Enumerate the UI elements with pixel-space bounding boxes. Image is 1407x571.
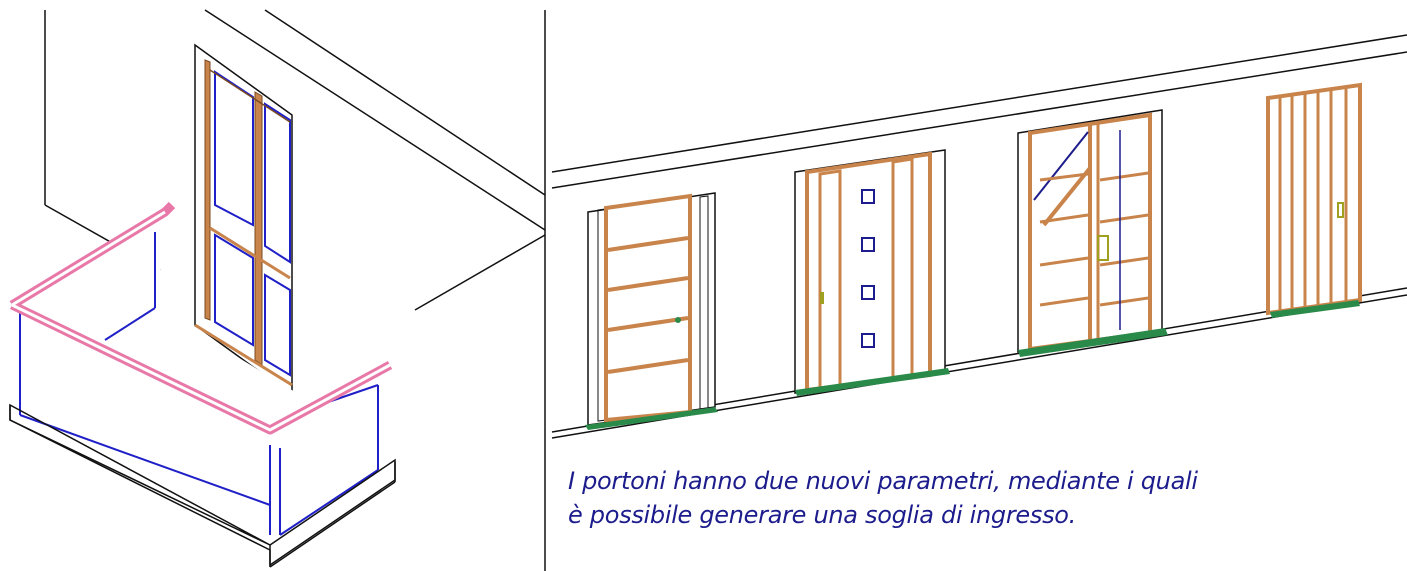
door-vertical-planks	[1266, 82, 1362, 318]
door-horizontal-slats	[585, 192, 718, 430]
door-double-panel	[1017, 109, 1168, 357]
caption: I portoni hanno due nuovi parametri, med…	[568, 464, 1388, 532]
balcony-view	[44, 9, 546, 571]
balcony-door	[194, 43, 293, 397]
caption-line-2: è possibile generare una soglia di ingre…	[568, 501, 1077, 529]
balcony-parapet	[9, 201, 396, 568]
door-square-windows	[794, 149, 950, 396]
caption-line-1: I portoni hanno due nuovi parametri, med…	[568, 467, 1198, 495]
